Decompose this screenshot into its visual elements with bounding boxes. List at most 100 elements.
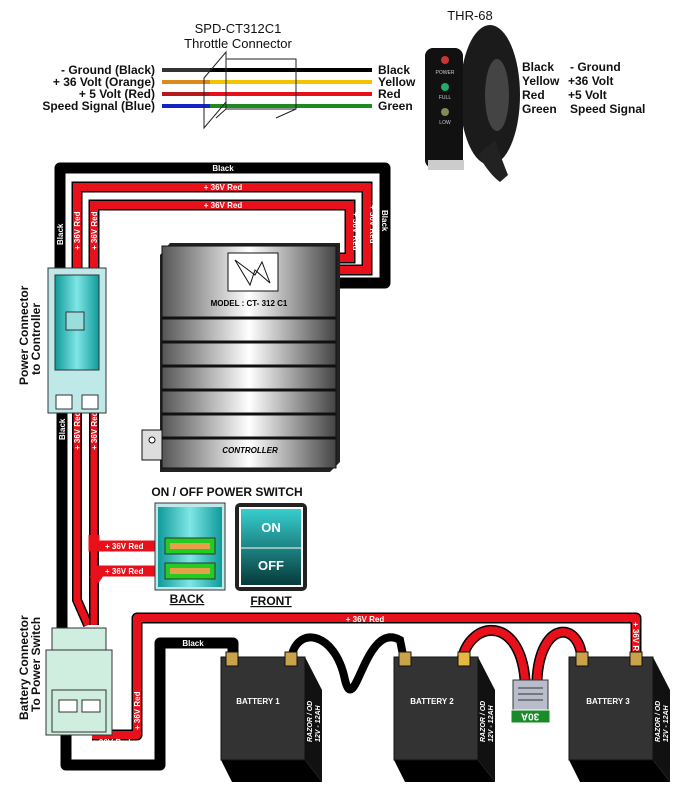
thr-color-green: Green: [522, 102, 557, 116]
right-label-red: Red: [378, 87, 401, 101]
wire-label-black-right: Black: [380, 210, 389, 232]
battery-connector-label-2: To Power Switch: [29, 617, 43, 712]
battery-brand: RAZOR / OD: [307, 701, 314, 742]
switch-title: ON / OFF POWER SWITCH: [151, 485, 302, 499]
red-jumper-2: [533, 628, 586, 681]
terminal: [629, 651, 643, 667]
switch-off-label: OFF: [258, 558, 284, 573]
power-led: [441, 56, 449, 64]
black-main-wire: [60, 637, 239, 771]
power-led-label: POWER: [436, 70, 455, 76]
thr-func-signal: Speed Signal: [570, 102, 645, 116]
wire-label-switch-2: + 36V Red: [105, 567, 144, 576]
wire-label-red-right2: + 36V Red: [368, 205, 377, 244]
fuse-rating: 30A: [521, 710, 539, 721]
battery-3: BATTERY 3 RAZOR / OD 12V - 12AH: [568, 651, 670, 782]
full-led: [441, 83, 449, 91]
low-led-label: LOW: [439, 120, 451, 126]
battery-name: BATTERY 3: [586, 697, 630, 706]
mount-bracket: [141, 429, 163, 461]
battery-spec: 12V - 12AH: [488, 704, 495, 742]
battery-2: BATTERY 2 RAZOR / OD 12V - 12AH: [393, 651, 495, 782]
power-connector-label-1: Power Connector: [17, 285, 31, 385]
throttle-title: THR-68: [447, 8, 493, 23]
battery-brand: RAZOR / OD: [480, 701, 487, 742]
thr-color-red: Red: [522, 88, 545, 102]
black-loop-wire: [54, 162, 391, 289]
terminal: [457, 651, 471, 667]
left-label-signal: Speed Signal (Blue): [42, 99, 155, 113]
wire-label-black-top: Black: [212, 164, 234, 173]
terminal: [225, 651, 239, 667]
thr-func-ground: - Ground: [570, 60, 621, 74]
wire-label-red-main: + 36V Red: [346, 615, 385, 624]
controller: MODEL : CT- 312 C1 CONTROLLER: [141, 243, 340, 472]
terminal: [398, 651, 412, 667]
switch-front-label: FRONT: [250, 594, 292, 608]
wire-label-black-main: Black: [182, 639, 204, 648]
red-inner-wire: [90, 201, 354, 275]
thr-color-yellow: Yellow: [522, 74, 560, 88]
left-label-36v: + 36 Volt (Orange): [53, 75, 155, 89]
red-outer-wire: [73, 183, 371, 275]
wire-label-red-down2: + 36V Red: [90, 411, 99, 450]
red-branch-switch-1: [88, 535, 165, 552]
thr-color-black: Black: [522, 60, 554, 74]
throttle-connector: SPD-CT312C1 Throttle Connector - Ground …: [42, 21, 416, 130]
wire-label-red-b3: + 36V Red: [631, 622, 640, 661]
thr-func-36v: +36 Volt: [568, 74, 613, 88]
controller-label: CONTROLLER: [222, 446, 278, 455]
throttle-connector-subtitle: Throttle Connector: [184, 36, 292, 51]
red-wire-down-1: [73, 405, 92, 627]
battery-1: BATTERY 1 RAZOR / OD 12V - 12AH: [220, 651, 322, 782]
battery-connector[interactable]: Battery Connector To Power Switch: [17, 615, 113, 736]
red-branch-switch-2: [89, 565, 170, 584]
throttle-panel: [425, 48, 463, 168]
low-led: [441, 108, 449, 116]
battery-brand: RAZOR / OD: [655, 701, 662, 742]
wire-label-red-left2: + 36V Red: [90, 211, 99, 250]
battery-spec: 12V - 12AH: [315, 704, 322, 742]
wire-label-red-bottom: + 36V Red: [92, 738, 131, 747]
wire-label-red-right1: + 36V Red: [351, 212, 360, 251]
full-led-label: FULL: [439, 95, 451, 101]
battery-connector-label-1: Battery Connector: [17, 615, 31, 720]
logo-icon: [234, 259, 271, 287]
throttle-lever: [478, 140, 508, 182]
wire-label-red-outer: + 36V Red: [204, 183, 243, 192]
red-main-wire: [92, 614, 640, 739]
battery-name: BATTERY 2: [410, 697, 454, 706]
switch-back-label: BACK: [170, 592, 205, 606]
right-label-green: Green: [378, 99, 413, 113]
power-connector[interactable]: Power Connector to Controller: [17, 267, 107, 414]
wire-label-black-down: Black: [58, 418, 67, 440]
right-label-black: Black: [378, 63, 410, 77]
wire-label-red-up: + 36V Red: [133, 691, 142, 730]
wire-label-red-left1: + 36V Red: [73, 211, 82, 250]
terminal: [575, 651, 589, 667]
power-connector-label-2: to Controller: [29, 303, 43, 375]
controller-logo: [227, 252, 279, 292]
fuse-30a: 30A: [510, 679, 551, 724]
power-switch: ON / OFF POWER SWITCH BACK ON OFF FRONT: [151, 485, 307, 608]
battery-name: BATTERY 1: [236, 697, 280, 706]
controller-model: MODEL : CT- 312 C1: [211, 299, 288, 308]
battery-spec: 12V - 12AH: [663, 704, 670, 742]
left-label-ground: - Ground (Black): [61, 63, 155, 77]
black-jumper-wire: [287, 633, 408, 694]
right-label-yellow: Yellow: [378, 75, 416, 89]
wire-label-switch-1: + 36V Red: [105, 542, 144, 551]
controller-wiring: Black + 36V Red + 36V Red Black + 36V Re…: [54, 162, 391, 289]
throttle-thr68: THR-68 POWER FULL LOW Black Yellow Red G…: [425, 8, 645, 182]
connector-housing: [203, 50, 297, 130]
wire-label-red-down1: + 36V Red: [73, 411, 82, 450]
switch-on-label: ON: [261, 520, 281, 535]
wire-label-red-inner: + 36V Red: [204, 201, 243, 210]
switch-front[interactable]: ON OFF: [235, 503, 307, 591]
wire-label-black-left: Black: [56, 223, 65, 245]
left-label-5v: + 5 Volt (Red): [79, 87, 155, 101]
thr-func-5v: +5 Volt: [568, 88, 607, 102]
terminal: [284, 651, 298, 667]
red-jumper-1: [458, 626, 529, 681]
